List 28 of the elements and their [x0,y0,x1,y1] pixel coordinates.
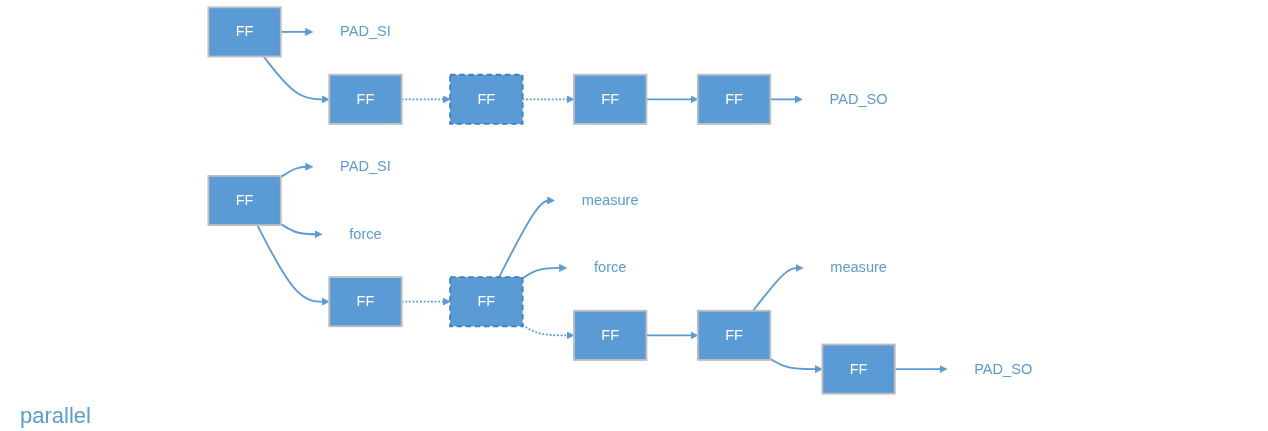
node-box: FF [207,6,282,58]
node-box: FF [573,73,648,125]
node-box: FF [696,309,772,361]
node-box: FF [328,276,403,328]
node-box: FF [449,276,524,328]
node-text: PAD_SI [340,23,391,40]
node-text: PAD_SO [829,91,888,107]
arrow [752,263,804,312]
node-box: FF [573,309,648,361]
arrow [769,357,823,374]
node-text: force [349,226,382,242]
node-box: FF [328,73,403,125]
node-text: PAD_SI [340,158,391,175]
diagram-label: parallel [20,403,91,428]
arrow [262,55,330,104]
node-text: PAD_SO [974,360,1033,377]
arrow [498,196,555,278]
arrow [279,162,314,178]
node-text: measure [830,259,887,276]
node-box: FF [821,343,896,395]
arrow [521,263,568,280]
node-box: FF [207,175,282,226]
node-box: FF [449,73,524,125]
node-text: measure [581,192,639,208]
node-text: force [594,259,627,276]
arrow [256,224,330,306]
arrow [279,223,323,239]
node-box: FF [696,73,772,125]
